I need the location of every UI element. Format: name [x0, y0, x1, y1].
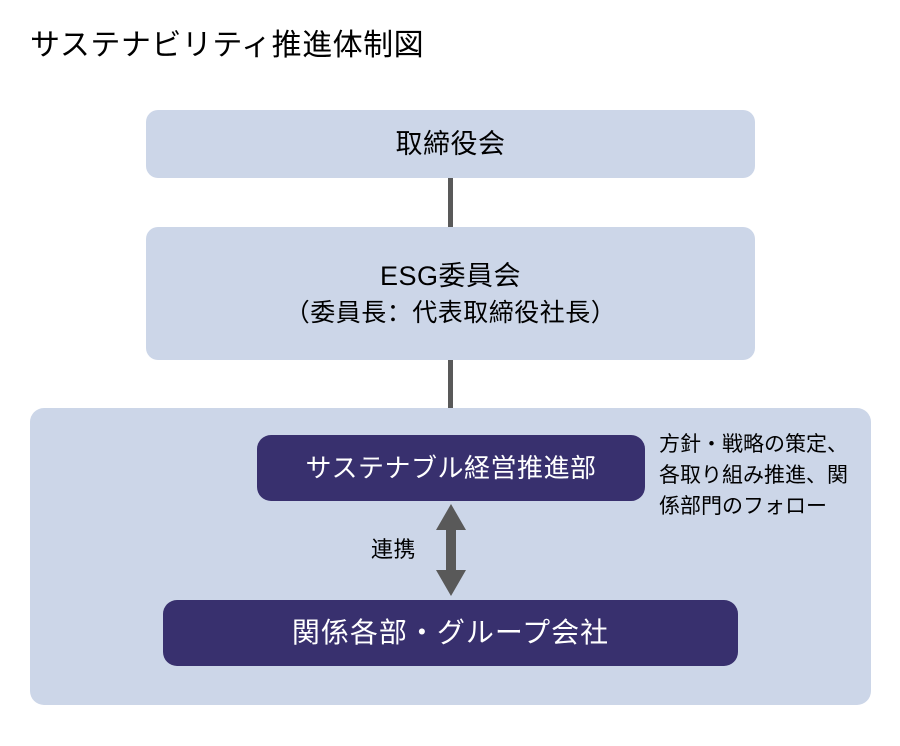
double-headed-vertical-arrow-icon: [436, 504, 466, 596]
node-sustainable-management-department-label: サステナブル経営推進部: [305, 453, 597, 483]
node-sustainable-management-department: サステナブル経営推進部: [257, 435, 645, 501]
node-board-of-directors-label: 取締役会: [395, 129, 506, 159]
node-board-of-directors: 取締役会: [146, 110, 755, 178]
department-responsibilities-line-2: 各取り組み推進、関: [659, 464, 848, 487]
department-responsibilities-note: 方針・戦略の策定、 各取り組み推進、関 係部門のフォロー: [659, 429, 871, 522]
node-esg-committee: ESG委員会 （委員長：代表取締役社長）: [146, 227, 755, 360]
node-esg-committee-title: ESG委員会: [379, 260, 522, 291]
page-title: サステナビリティ推進体制図: [30, 29, 425, 62]
node-group-companies: 関係各部・グループ会社: [163, 600, 738, 666]
department-responsibilities-line-1: 方針・戦略の策定、: [659, 433, 848, 456]
connector-esg-to-department: [448, 360, 453, 435]
node-esg-committee-chair: （委員長：代表取締役社長）: [284, 298, 617, 327]
connector-board-to-esg: [448, 178, 453, 227]
department-responsibilities-line-3: 係部門のフォロー: [659, 495, 827, 518]
node-group-companies-label: 関係各部・グループ会社: [291, 617, 610, 648]
link-relationship-label: 連携: [371, 537, 417, 562]
